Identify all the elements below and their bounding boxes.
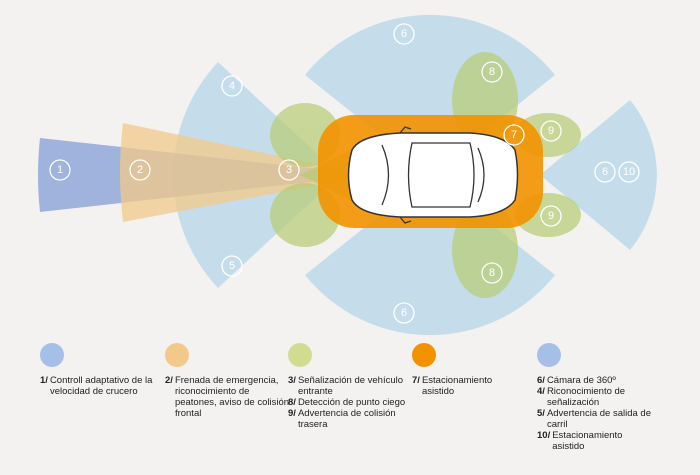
badge-10: 10 bbox=[618, 161, 640, 183]
legend-num: 1/ bbox=[40, 375, 48, 386]
legend-text: Advertencia de colisión trasera bbox=[297, 408, 396, 430]
legend-num: 9/ bbox=[288, 408, 296, 419]
svg-text:9: 9 bbox=[548, 125, 554, 137]
legend-text: Advertencia de salida de carril bbox=[546, 408, 651, 430]
legend-text: Cámara de 360º bbox=[546, 375, 616, 386]
svg-text:9: 9 bbox=[548, 210, 554, 222]
svg-text:4: 4 bbox=[229, 80, 235, 92]
legend-dot-blue bbox=[40, 343, 64, 367]
legend-text: Controll adaptativo de la velocidad de c… bbox=[49, 375, 153, 397]
badge-9-bottom: 9 bbox=[540, 205, 562, 227]
svg-text:8: 8 bbox=[489, 66, 495, 78]
sector-6-10-right bbox=[540, 100, 657, 250]
legend-1: 1/Controll adaptativo de la velocidad de… bbox=[40, 343, 155, 397]
legend-text: Frenada de emergencia, riconocimiento de… bbox=[174, 375, 290, 419]
legend-5: 6/Cámara de 360º 4/Riconocimiento de señ… bbox=[537, 343, 652, 452]
svg-text:5: 5 bbox=[229, 260, 235, 272]
legend-4: 7/Estacionamiento asistido bbox=[412, 343, 512, 397]
legend-dot-orange bbox=[412, 343, 436, 367]
legend-dot-blue-2 bbox=[537, 343, 561, 367]
legend-2: 2/Frenada de emergencia, riconocimiento … bbox=[165, 343, 290, 419]
legend-text: Señalización de vehículo entrante bbox=[297, 375, 404, 397]
svg-text:10: 10 bbox=[623, 166, 635, 178]
badge-5: 5 bbox=[221, 255, 243, 277]
legend-num: 3/ bbox=[288, 375, 296, 386]
badge-6-bottom: 6 bbox=[393, 302, 415, 324]
legend-3: 3/Señalización de vehículo entrante 8/De… bbox=[288, 343, 406, 430]
legend-text: Estacionamiento asistido bbox=[421, 375, 493, 397]
svg-text:7: 7 bbox=[511, 129, 517, 141]
legend-num: 5/ bbox=[537, 408, 545, 419]
legend-text: Detección de punto ciego bbox=[297, 397, 406, 408]
legend-num: 8/ bbox=[288, 397, 296, 408]
badge-3: 3 bbox=[278, 159, 300, 181]
legend-dot-green bbox=[288, 343, 312, 367]
badge-9-top: 9 bbox=[540, 120, 562, 142]
svg-text:6: 6 bbox=[401, 307, 407, 319]
legend-num: 10/ bbox=[537, 430, 551, 441]
badge-8-top: 8 bbox=[481, 61, 503, 83]
svg-text:6: 6 bbox=[602, 166, 608, 178]
legend-num: 7/ bbox=[412, 375, 420, 386]
legend-num: 6/ bbox=[537, 375, 545, 386]
beam-2 bbox=[120, 123, 345, 222]
legend-num: 2/ bbox=[165, 375, 173, 386]
badge-6-top: 6 bbox=[393, 23, 415, 45]
badge-2: 2 bbox=[129, 159, 151, 181]
svg-text:6: 6 bbox=[401, 28, 407, 40]
svg-text:2: 2 bbox=[137, 164, 143, 176]
legend-text: Estacionamiento asistido bbox=[552, 430, 623, 452]
badge-7: 7 bbox=[503, 124, 525, 146]
legend-text: Riconocimiento de señalización bbox=[546, 386, 626, 408]
legend-dot-orange-light bbox=[165, 343, 189, 367]
badge-8-bottom: 8 bbox=[481, 262, 503, 284]
svg-text:1: 1 bbox=[57, 164, 63, 176]
car-icon bbox=[347, 126, 519, 224]
legend-num: 4/ bbox=[537, 386, 545, 397]
svg-text:3: 3 bbox=[286, 164, 292, 176]
svg-text:8: 8 bbox=[489, 267, 495, 279]
badge-6-right: 6 bbox=[594, 161, 616, 183]
badge-4: 4 bbox=[221, 75, 243, 97]
badge-1: 1 bbox=[49, 159, 71, 181]
